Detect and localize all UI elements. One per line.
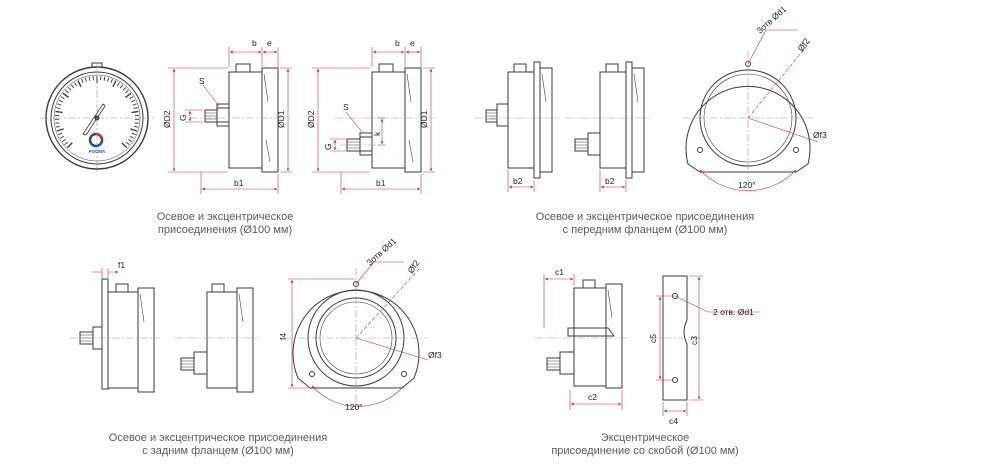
- dial-tick: [125, 141, 130, 146]
- dim-c1: c1: [555, 267, 564, 277]
- dim-d2-1: ØD2: [162, 110, 172, 128]
- dim-c5: c5: [648, 334, 658, 343]
- dial-tick: [74, 82, 78, 87]
- dim-g-2: G: [323, 143, 333, 150]
- side-view-front-flange-a: [485, 61, 553, 179]
- dial-tick: [62, 92, 70, 98]
- dial-tick: [128, 138, 132, 142]
- dim-c3: c3: [689, 336, 699, 345]
- dial-tick: [62, 138, 66, 142]
- dim-b2-2: b2: [605, 176, 615, 186]
- dim-c4: c4: [669, 416, 678, 426]
- dim-e-2: e: [410, 38, 415, 48]
- side-view-rear-flange-a: [79, 278, 155, 393]
- dial-tick: [81, 78, 84, 83]
- dial-tick: [129, 96, 134, 100]
- caption-rear-flange: Осевое и эксцентрическое присоединения с…: [88, 432, 348, 458]
- dial-tick: [56, 128, 64, 132]
- caption-axial-line1: Осевое и эксцентрическое: [156, 211, 294, 223]
- dim-d1-2: ØD1: [419, 110, 429, 128]
- dial-tick: [131, 110, 139, 114]
- dial-tick: [132, 103, 137, 106]
- dial-tick: [58, 99, 63, 103]
- dial-tick: [107, 77, 110, 82]
- dial-tick: [130, 128, 138, 132]
- dim-b1-2: b1: [376, 178, 386, 188]
- dial-tick: [66, 142, 73, 149]
- dim-b1-1: b1: [234, 178, 244, 188]
- dial-tick: [70, 84, 75, 89]
- caption-axial-line2: присоединения (Ø100 мм): [157, 224, 293, 236]
- dial-tick: [59, 135, 64, 139]
- dim-f2-2: Øf2: [405, 258, 421, 275]
- dial-tick: [55, 110, 63, 114]
- side-view-front-flange-b: [574, 61, 645, 179]
- caption-axial: Осевое и эксцентрическое присоединения (…: [130, 211, 320, 237]
- dial-tick: [55, 125, 61, 128]
- caption-bracket: Эксцентрическое присоединение со скобой …: [535, 432, 755, 458]
- dim-d2-2: ØD2: [306, 110, 316, 128]
- dial-tick: [88, 76, 91, 81]
- caption-front-flange-line1: Осевое и эксцентрическое присоединения: [535, 211, 755, 223]
- dial-tick: [110, 78, 113, 83]
- dim-f3-1: Øf3: [813, 130, 827, 140]
- dial-tick: [57, 103, 62, 106]
- dial-tick: [130, 135, 135, 139]
- dim-b2-1: b2: [513, 176, 523, 186]
- side-view-axial-a: [204, 63, 279, 173]
- dial-tick: [122, 87, 127, 91]
- logo-text: РОСМА: [89, 149, 106, 154]
- caption-front-flange: Осевое и эксцентрическое присоединения с…: [515, 211, 775, 237]
- dim-f2-1: Øf2: [795, 36, 811, 53]
- dial-tick: [121, 142, 128, 149]
- dim-holes-2: 2 отв. Ød1: [713, 307, 754, 317]
- dim-k: k: [372, 131, 382, 136]
- dial-tick: [133, 107, 138, 109]
- rosma-logo-icon: [88, 132, 104, 148]
- dim-holes-3-1: 3отв Ød1: [755, 4, 789, 36]
- dim-f4: f4: [278, 333, 288, 340]
- dial-tick: [103, 76, 106, 81]
- caption-bracket-line2: присоединение со скобой (Ø100 мм): [551, 445, 739, 457]
- side-view-bracket: [546, 279, 623, 389]
- dial-tick: [84, 77, 87, 82]
- dim-g-1: G: [178, 114, 188, 121]
- dial-tick: [58, 132, 63, 136]
- dial-tick: [119, 84, 124, 89]
- dial-tick: [131, 132, 136, 136]
- caption-bracket-line1: Эксцентрическое: [600, 432, 690, 444]
- caption-front-flange-line2: с передним фланцем (Ø100 мм): [562, 224, 728, 236]
- dial-tick: [60, 96, 65, 100]
- dial-tick: [77, 80, 82, 88]
- dial-tick: [55, 122, 60, 124]
- dial-tick: [65, 89, 69, 94]
- dim-s-1: S: [199, 76, 205, 86]
- dial-tick: [134, 122, 139, 124]
- dial-tick: [112, 80, 117, 88]
- side-view-rear-flange-b: [180, 283, 254, 393]
- dim-b-1: b: [252, 38, 257, 48]
- dial-tick: [64, 141, 69, 146]
- dim-e-1: e: [267, 38, 272, 48]
- dial-tick: [131, 99, 136, 103]
- dial-tick: [125, 89, 129, 94]
- dial-tick: [124, 92, 132, 98]
- dim-b-2: b: [395, 38, 400, 48]
- dim-s-2: S: [343, 102, 349, 112]
- dial-tick: [133, 125, 139, 128]
- caption-rear-flange-line2: с задним фланцем (Ø100 мм): [142, 445, 294, 457]
- dim-f3-2: Øf3: [428, 350, 442, 360]
- dial-tick: [56, 107, 61, 109]
- dim-d1-1: ØD1: [276, 110, 286, 128]
- dial-tick: [67, 87, 72, 91]
- dim-holes-3-2: 3отв Ød1: [365, 236, 399, 268]
- dim-angle-2: 120°: [345, 402, 363, 412]
- dial-tick: [116, 82, 120, 87]
- dim-angle-1: 120°: [738, 180, 756, 190]
- caption-rear-flange-line1: Осевое и эксцентрическое присоединения: [108, 432, 328, 444]
- dim-f1: f1: [118, 260, 125, 270]
- dim-c2: c2: [588, 392, 597, 402]
